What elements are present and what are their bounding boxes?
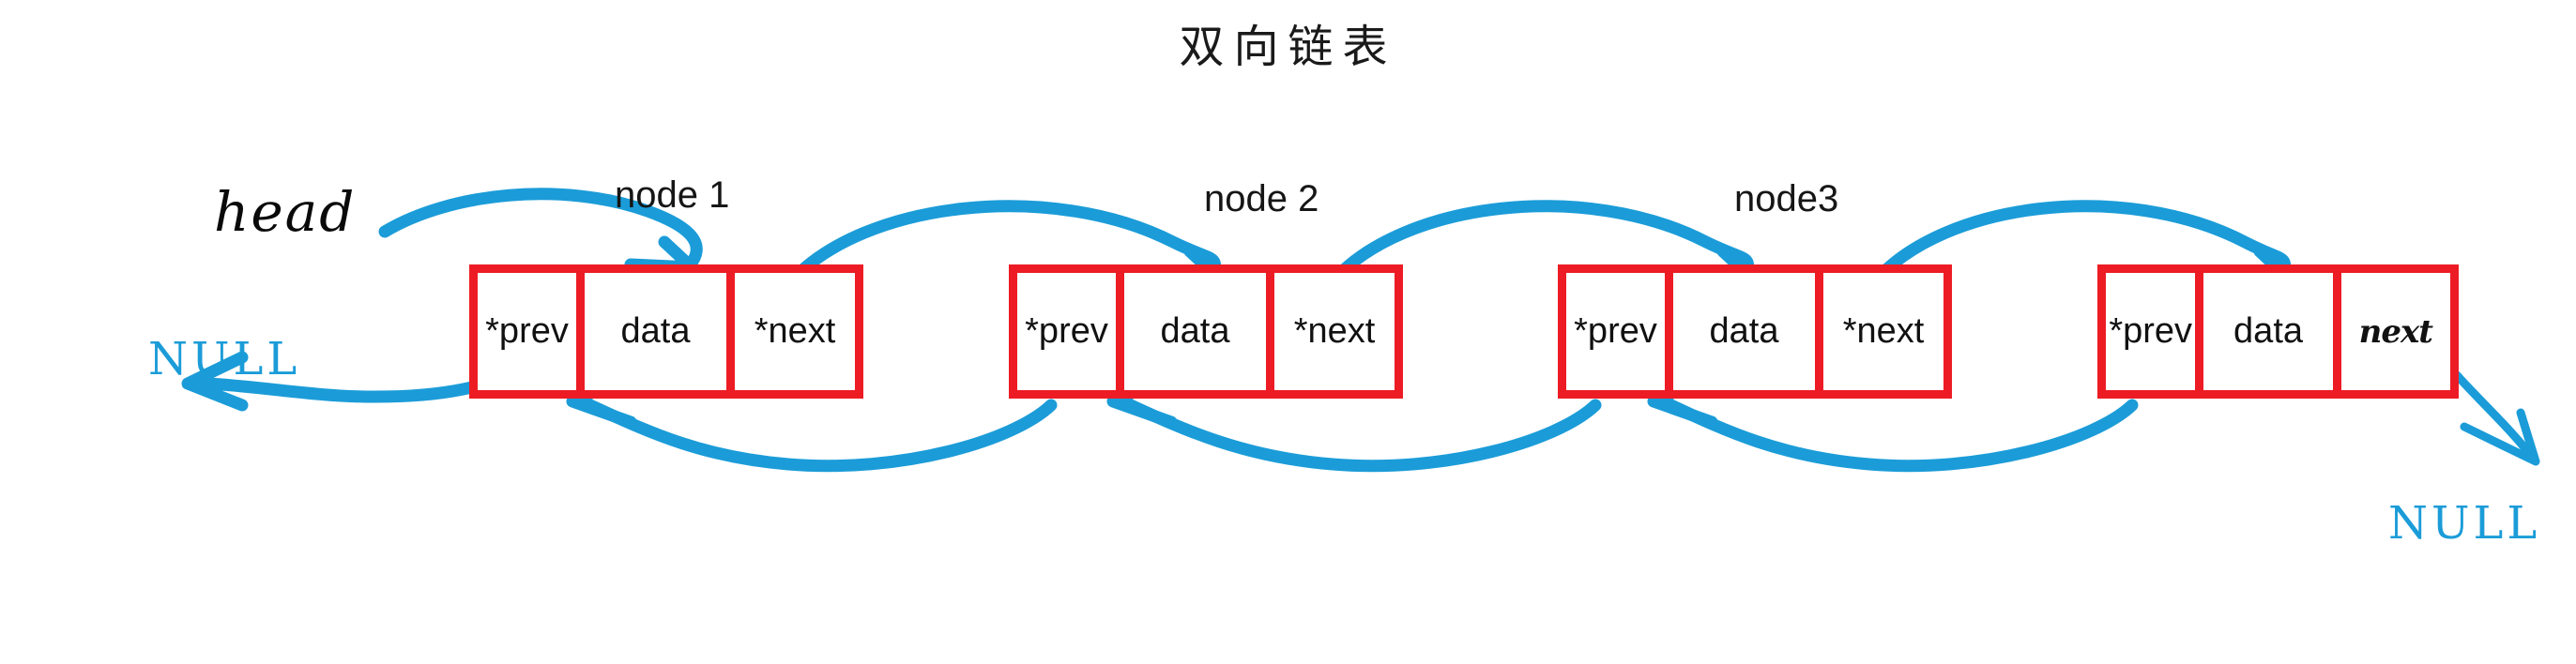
node-label-3: node3 xyxy=(1734,178,1839,219)
node-1-data-cell: data xyxy=(576,273,726,390)
node-4-data-cell: data xyxy=(2195,273,2332,390)
head-label: head xyxy=(214,180,357,244)
node-2: *prev data *next xyxy=(1009,264,1403,399)
node-label-2: node 2 xyxy=(1204,178,1319,219)
node-2-prev-cell: *prev xyxy=(1025,311,1108,351)
node-4: *prev data next xyxy=(2097,264,2459,399)
node-3-next-cell: *next xyxy=(1815,273,1943,390)
node-label-1: node 1 xyxy=(615,174,730,216)
node-4-prev-cell: *prev xyxy=(2109,311,2193,351)
page-title: 双向链表 xyxy=(1179,21,1397,73)
null-right-label: NULL xyxy=(2388,497,2541,550)
node-4-next-cell: next xyxy=(2332,273,2450,390)
node-1-prev-cell: *prev xyxy=(485,311,569,351)
node-2-data-cell: data xyxy=(1116,273,1266,390)
arrow-node4-next-to-null xyxy=(2452,370,2540,466)
node-3-prev-cell: *prev xyxy=(1574,311,1657,351)
null-left-label: NULL xyxy=(148,333,301,385)
node-1: *prev data *next xyxy=(469,264,863,399)
node-3-data-cell: data xyxy=(1665,273,1815,390)
node-1-next-cell: *next xyxy=(726,273,855,390)
node-3: *prev data *next xyxy=(1558,264,1952,399)
node-2-next-cell: *next xyxy=(1266,273,1395,390)
